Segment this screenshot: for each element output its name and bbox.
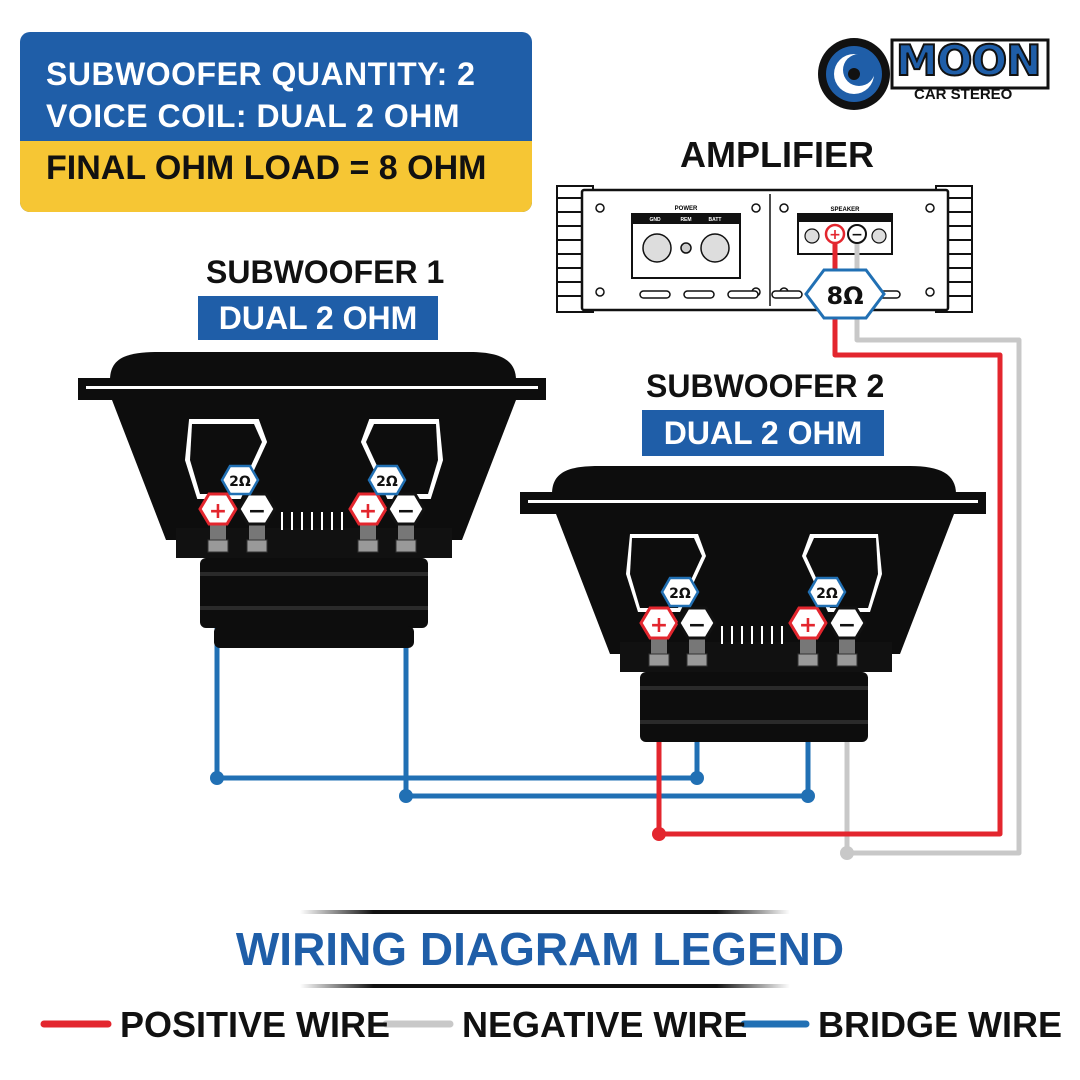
final-load-text: FINAL OHM LOAD = 8 OHM <box>46 149 487 187</box>
sub2-terminals: + − + − 2Ω 2Ω <box>639 576 867 667</box>
svg-text:+: + <box>650 613 668 638</box>
sub1-terminals: + − + − 2Ω 2Ω <box>198 464 426 553</box>
sub1-coil1-label: 2Ω <box>229 474 251 490</box>
negative-wire <box>844 244 1022 856</box>
amp-negative-terminal-icon <box>847 224 867 244</box>
amplifier: POWER GND REM BATT SPEAKER + − <box>556 185 973 313</box>
brand-name-frame <box>890 38 1050 90</box>
batt-terminal-icon <box>700 233 730 263</box>
sub2-coil2-label: 2Ω <box>816 586 838 602</box>
moon-logo-icon <box>818 38 890 110</box>
svg-text:+: + <box>359 499 377 524</box>
final-load-banner: FINAL OHM LOAD = 8 OHM <box>20 141 532 212</box>
svg-text:−: − <box>248 499 266 524</box>
legend-bridge-label: BRIDGE WIRE <box>818 1004 1063 1045</box>
sub2-coil1-label: 2Ω <box>669 586 691 602</box>
legend-title: WIRING DIAGRAM LEGEND <box>235 923 845 975</box>
svg-text:−: − <box>838 613 856 638</box>
svg-text:+: + <box>799 613 817 638</box>
amplifier-title: AMPLIFIER <box>680 134 874 175</box>
positive-wire <box>656 244 1003 837</box>
svg-text:+: + <box>829 227 841 243</box>
subwoofer1-title: SUBWOOFER 1 <box>206 254 445 290</box>
rem-label: REM <box>680 217 691 223</box>
junction-dots <box>210 771 854 860</box>
subwoofer-quantity-text: SUBWOOFER QUANTITY: 2 <box>46 56 476 92</box>
svg-text:−: − <box>397 499 415 524</box>
svg-text:−: − <box>851 227 863 243</box>
svg-text:−: − <box>688 613 706 638</box>
voice-coil-text: VOICE COIL: DUAL 2 OHM <box>46 98 460 134</box>
batt-label: BATT <box>709 217 722 223</box>
subwoofer1-badge: DUAL 2 OHM <box>198 296 438 340</box>
brand-logo: MOON CAR STEREO <box>812 32 1052 116</box>
subwoofer2: + − + − 2Ω 2Ω <box>520 466 986 742</box>
info-box: SUBWOOFER QUANTITY: 2 VOICE COIL: DUAL 2… <box>20 32 532 212</box>
legend-positive-label: POSITIVE WIRE <box>120 1004 391 1045</box>
power-label: POWER <box>675 206 698 212</box>
sub1-coil2-label: 2Ω <box>376 474 398 490</box>
legend-bottom-rule <box>300 984 790 988</box>
svg-text:+: + <box>209 499 227 524</box>
legend-negative-label: NEGATIVE WIRE <box>462 1004 748 1045</box>
amp-load-text: 8Ω <box>826 282 863 310</box>
rem-terminal-icon <box>680 242 692 254</box>
amp-load-badge: 8Ω <box>804 268 886 320</box>
gnd-label: GND <box>649 217 661 223</box>
subwoofer1: + − + − 2Ω 2Ω <box>78 352 546 648</box>
brand-subtitle: CAR STEREO <box>914 86 1013 103</box>
gnd-terminal-icon <box>642 233 672 263</box>
brand-name: MOON <box>895 35 1042 86</box>
speaker-label: SPEAKER <box>830 207 860 213</box>
subwoofer2-title: SUBWOOFER 2 <box>646 368 885 404</box>
legend-top-rule <box>300 910 790 914</box>
amp-positive-terminal-icon <box>824 223 846 245</box>
subwoofer2-badge: DUAL 2 OHM <box>642 410 884 456</box>
